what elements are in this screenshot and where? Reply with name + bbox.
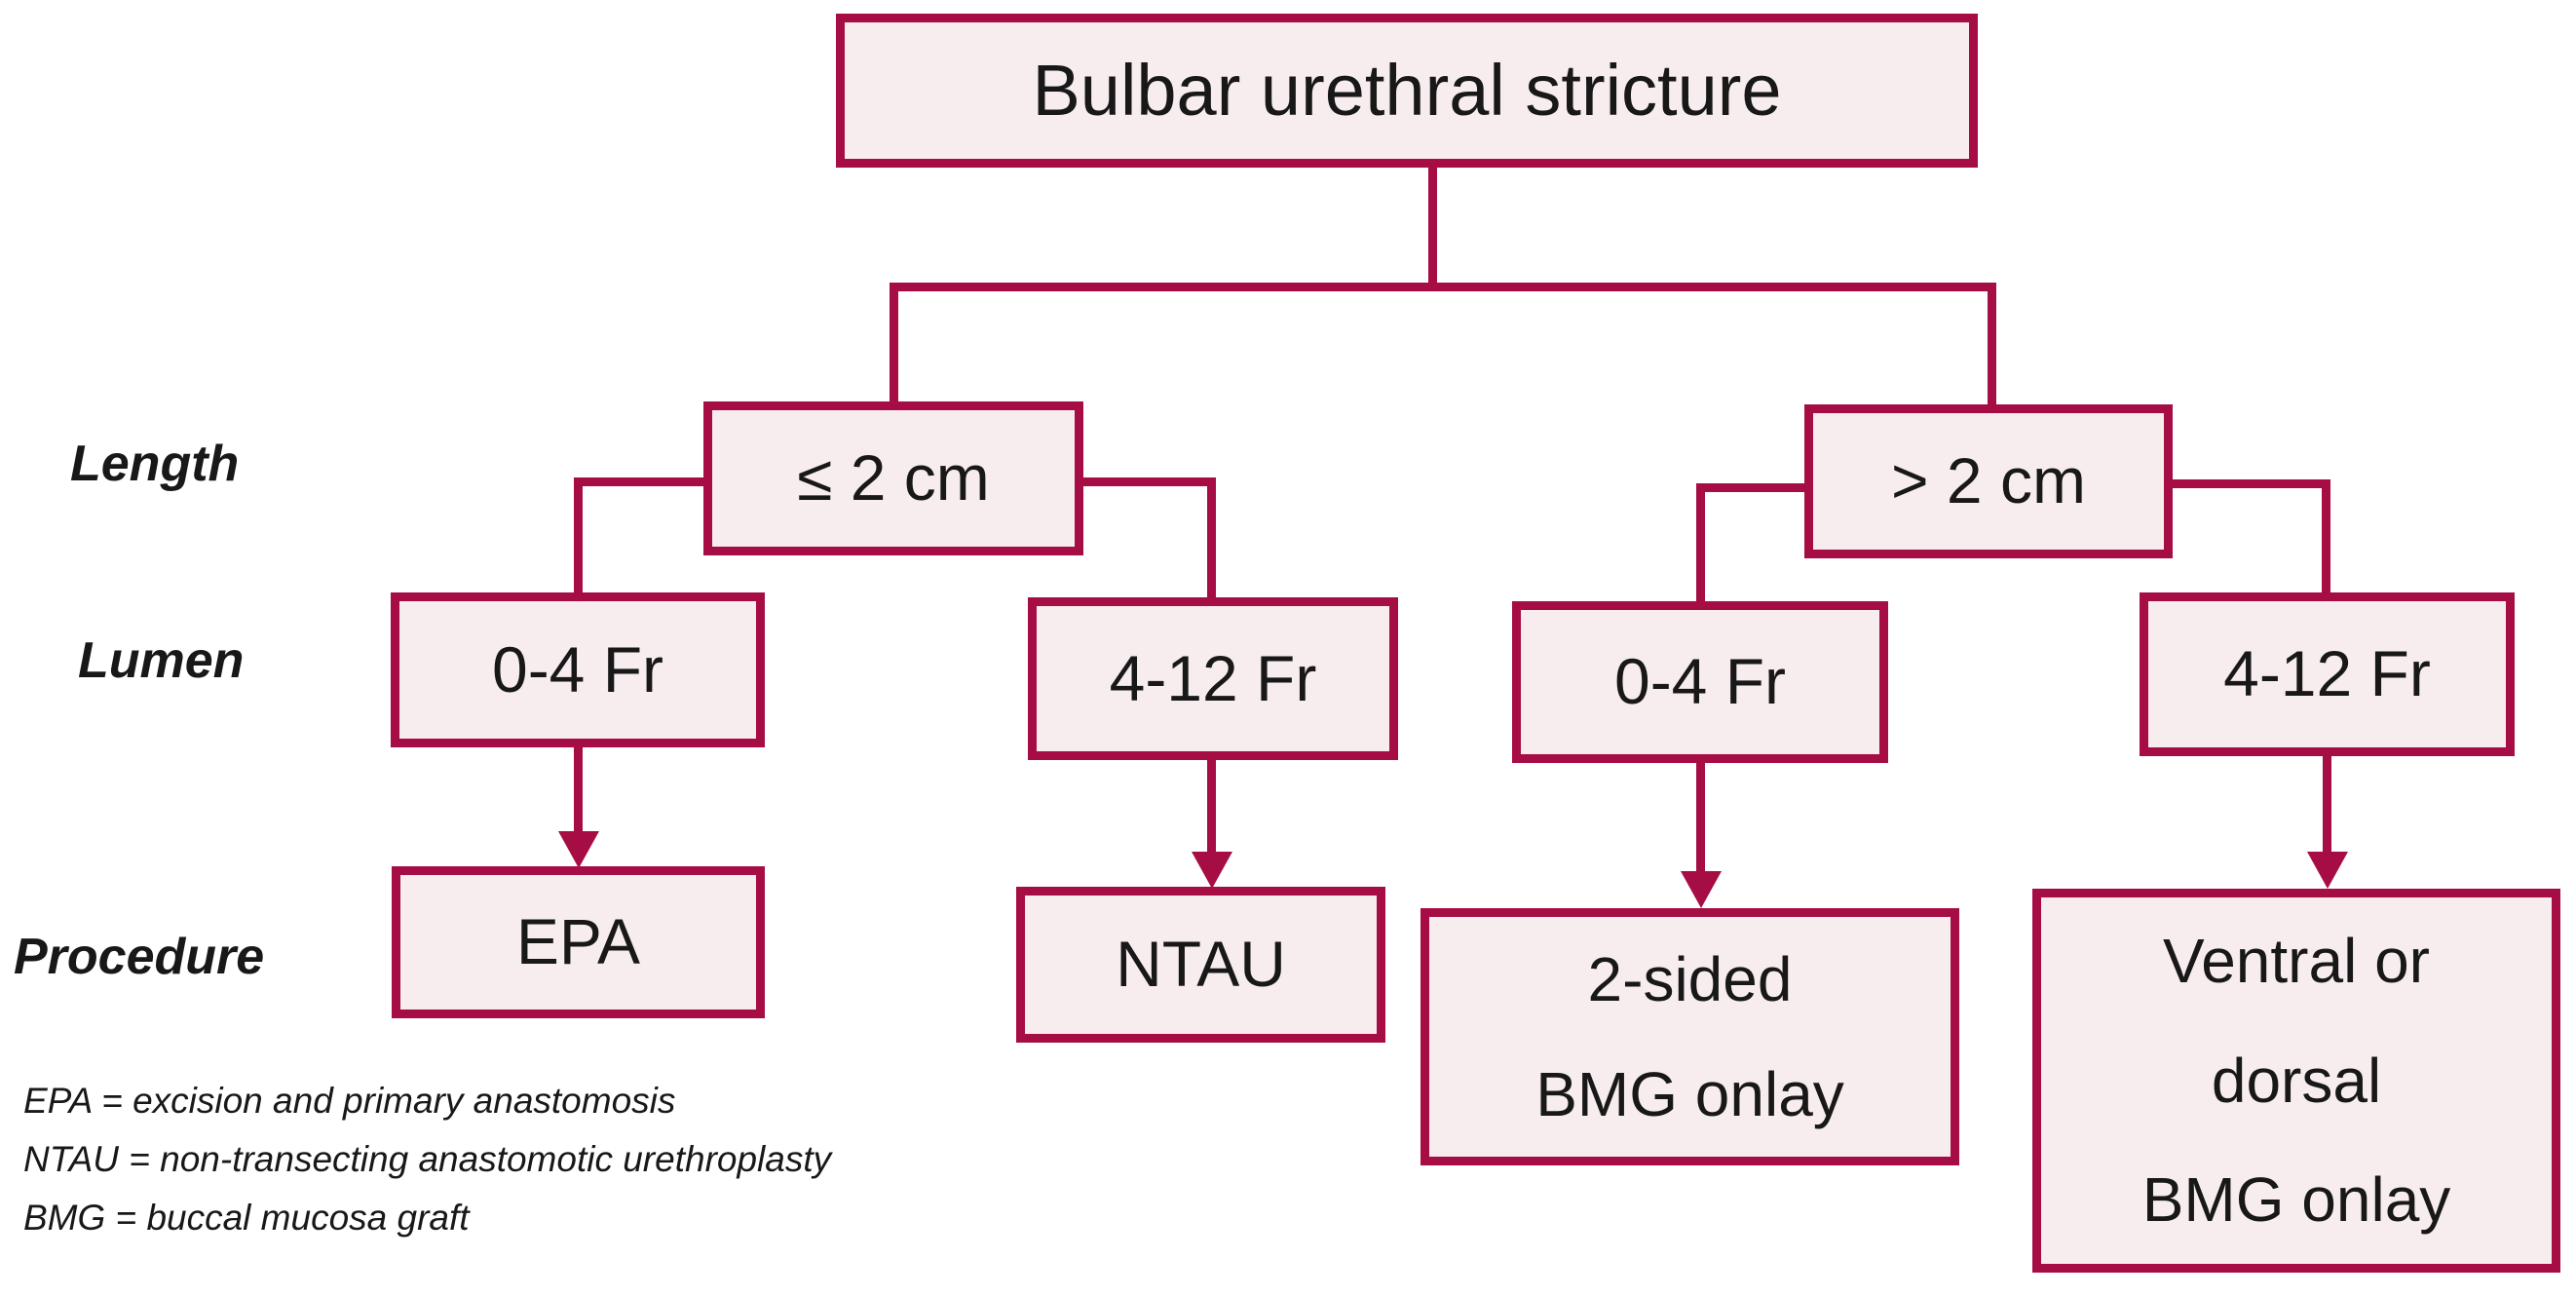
footnote-epa: EPA = excision and primary anastomosis: [23, 1081, 676, 1121]
row-label-length: Length: [70, 436, 240, 492]
node-label: 0-4 Fr: [1613, 645, 1787, 718]
connector-le2cm-right-drop: [1207, 477, 1216, 599]
node-label: 4-12 Fr: [1109, 641, 1317, 714]
node-procedure-ventral-dorsal-bmg-onlay: Ventral or dorsal BMG onlay: [2032, 889, 2560, 1273]
arrow-4-12fr-to-ntau: [1207, 758, 1216, 852]
node-label: 4-12 Fr: [2223, 637, 2431, 710]
connector-root-stem: [1428, 168, 1437, 286]
arrowhead-icon: [1681, 871, 1722, 908]
arrowhead-icon: [1192, 852, 1232, 889]
connector-le2cm-left-horizontal: [574, 477, 710, 486]
arrowhead-icon: [558, 831, 599, 868]
node-label: 0-4 Fr: [491, 632, 664, 705]
arrow-0-4fr-to-epa: [574, 745, 583, 835]
connector-le2cm-right-horizontal: [1077, 477, 1216, 486]
node-label: EPA: [515, 905, 641, 978]
connector-gt2cm-right-drop: [2322, 479, 2330, 594]
node-lumen-0-4fr-left: 0-4 Fr: [391, 592, 765, 747]
connector-gt2cm-left-drop: [1696, 483, 1705, 603]
node-label: Bulbar urethral stricture: [1032, 50, 1782, 132]
node-length-le-2cm: ≤ 2 cm: [703, 401, 1083, 555]
node-length-gt-2cm: > 2 cm: [1804, 404, 2173, 558]
node-bulbar-urethral-stricture: Bulbar urethral stricture: [836, 14, 1978, 168]
row-label-lumen: Lumen: [78, 632, 245, 689]
node-label: ≤ 2 cm: [797, 441, 990, 515]
node-procedure-epa: EPA: [392, 866, 765, 1018]
arrow-0-4fr-to-2sided-bmg: [1696, 761, 1705, 873]
node-label: 2-sided BMG onlay: [1535, 943, 1844, 1129]
connector-root-right-drop: [1988, 283, 1996, 406]
node-label: Ventral or dorsal BMG onlay: [2141, 925, 2451, 1236]
node-label: NTAU: [1116, 928, 1286, 1001]
arrow-4-12fr-to-vd-bmg: [2323, 754, 2331, 854]
footnotes: EPA = excision and primary anastomosis N…: [23, 1072, 831, 1247]
node-lumen-4-12fr-right: 4-12 Fr: [2140, 592, 2515, 756]
node-lumen-4-12fr-left: 4-12 Fr: [1028, 597, 1398, 760]
connector-root-left-drop: [890, 283, 898, 403]
footnote-bmg: BMG = buccal mucosa graft: [23, 1198, 470, 1238]
arrowhead-icon: [2307, 852, 2348, 889]
node-lumen-0-4fr-right: 0-4 Fr: [1512, 601, 1888, 763]
connector-root-bar: [890, 283, 1996, 291]
footnote-ntau: NTAU = non-transecting anastomotic ureth…: [23, 1139, 832, 1179]
node-procedure-2sided-bmg-onlay: 2-sided BMG onlay: [1421, 908, 1959, 1165]
row-label-procedure: Procedure: [14, 929, 265, 985]
connector-le2cm-left-drop: [574, 477, 583, 594]
node-procedure-ntau: NTAU: [1016, 887, 1385, 1043]
node-label: > 2 cm: [1891, 444, 2086, 517]
connector-gt2cm-right-horizontal: [2166, 479, 2330, 488]
connector-gt2cm-left-horizontal: [1696, 483, 1811, 492]
